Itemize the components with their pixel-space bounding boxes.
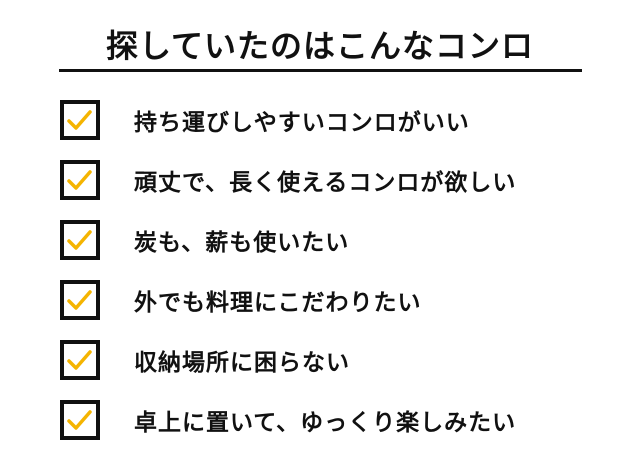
checklist-item-label: 炭も、薪も使いたい xyxy=(134,230,350,256)
checkbox[interactable] xyxy=(60,400,100,440)
checkbox[interactable] xyxy=(60,280,100,320)
checkbox[interactable] xyxy=(60,100,100,140)
checklist-item-label: 収納場所に困らない xyxy=(134,350,350,376)
checklist-item: 頑丈で、長く使えるコンロが欲しい xyxy=(60,160,516,200)
checkmark-icon xyxy=(67,110,92,130)
checklist-item-label: 外でも料理にこだわりたい xyxy=(134,290,422,316)
checkmark-icon xyxy=(67,290,92,310)
checklist-item: 外でも料理にこだわりたい xyxy=(60,280,422,320)
title-underline xyxy=(59,69,582,72)
checkmark-icon xyxy=(67,350,92,370)
checkmark-icon xyxy=(67,230,92,250)
checklist-item-label: 卓上に置いて、ゆっくり楽しみたい xyxy=(134,410,517,436)
page-title: 探していたのはこんなコンロ xyxy=(105,27,535,65)
checkbox[interactable] xyxy=(60,160,100,200)
checklist-item: 卓上に置いて、ゆっくり楽しみたい xyxy=(60,400,516,440)
checkbox[interactable] xyxy=(60,340,100,380)
checkmark-icon xyxy=(67,410,92,430)
checkmark-icon xyxy=(67,170,92,190)
checklist-item: 炭も、薪も使いたい xyxy=(60,220,349,260)
checkbox[interactable] xyxy=(60,220,100,260)
checklist-item-label: 頑丈で、長く使えるコンロが欲しい xyxy=(134,170,517,196)
checklist-item-label: 持ち運びしやすいコンロがいい xyxy=(134,110,470,136)
checklist-item: 収納場所に困らない xyxy=(60,340,350,380)
checklist-item: 持ち運びしやすいコンロがいい xyxy=(60,100,470,140)
